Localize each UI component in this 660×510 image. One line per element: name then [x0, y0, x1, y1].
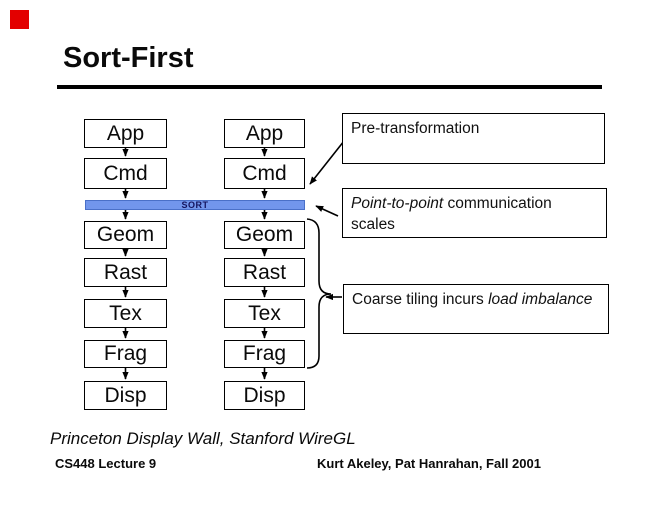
stage-box-frag-left: Frag	[84, 340, 167, 368]
red-square-decoration	[10, 10, 29, 29]
stage-box-app-right: App	[224, 119, 305, 148]
callout-coarse-tiling: Coarse tiling incurs load imbalance	[343, 284, 609, 334]
stage-box-frag-right: Frag	[224, 340, 305, 368]
sort-bar-label: SORT	[181, 199, 209, 210]
callout-coarse-tiling-prefix: Coarse tiling incurs	[352, 291, 489, 308]
callout-coarse-tiling-italic: load imbalance	[488, 291, 593, 308]
stage-box-geom-left: Geom	[84, 221, 167, 249]
arrow-p2p-to-sortbar	[315, 205, 339, 217]
stage-box-cmd-right: Cmd	[224, 158, 305, 189]
stage-box-disp-left: Disp	[84, 381, 167, 410]
callout-point-to-point-italic: Point-to-point	[351, 195, 444, 212]
slide-caption: Princeton Display Wall, Stanford WireGL	[50, 429, 356, 448]
stage-box-rast-left: Rast	[84, 258, 167, 287]
arrow-pretransform-to-cmd	[309, 140, 345, 185]
callout-pre-transformation: Pre-transformation	[342, 113, 605, 164]
callout-point-to-point: Point-to-point communication scales	[342, 188, 607, 238]
callout-pre-transformation-text: Pre-transformation	[351, 120, 480, 137]
stage-box-cmd-left: Cmd	[84, 158, 167, 189]
footer-course-label: CS448 Lecture 9	[55, 456, 157, 471]
sort-bar: SORT	[85, 200, 305, 210]
footer-authors-label: Kurt Akeley, Pat Hanrahan, Fall 2001	[317, 456, 541, 471]
slide-title: Sort-First	[63, 42, 194, 74]
stage-box-geom-right: Geom	[224, 221, 305, 249]
stage-box-rast-right: Rast	[224, 258, 305, 287]
brace-right-column	[306, 218, 332, 369]
callout-point-to-point-rest: communication scales	[351, 195, 552, 234]
stage-box-tex-left: Tex	[84, 299, 167, 328]
title-underline	[57, 85, 602, 89]
stage-box-tex-right: Tex	[224, 299, 305, 328]
stage-box-app-left: App	[84, 119, 167, 148]
stage-box-disp-right: Disp	[224, 381, 305, 410]
